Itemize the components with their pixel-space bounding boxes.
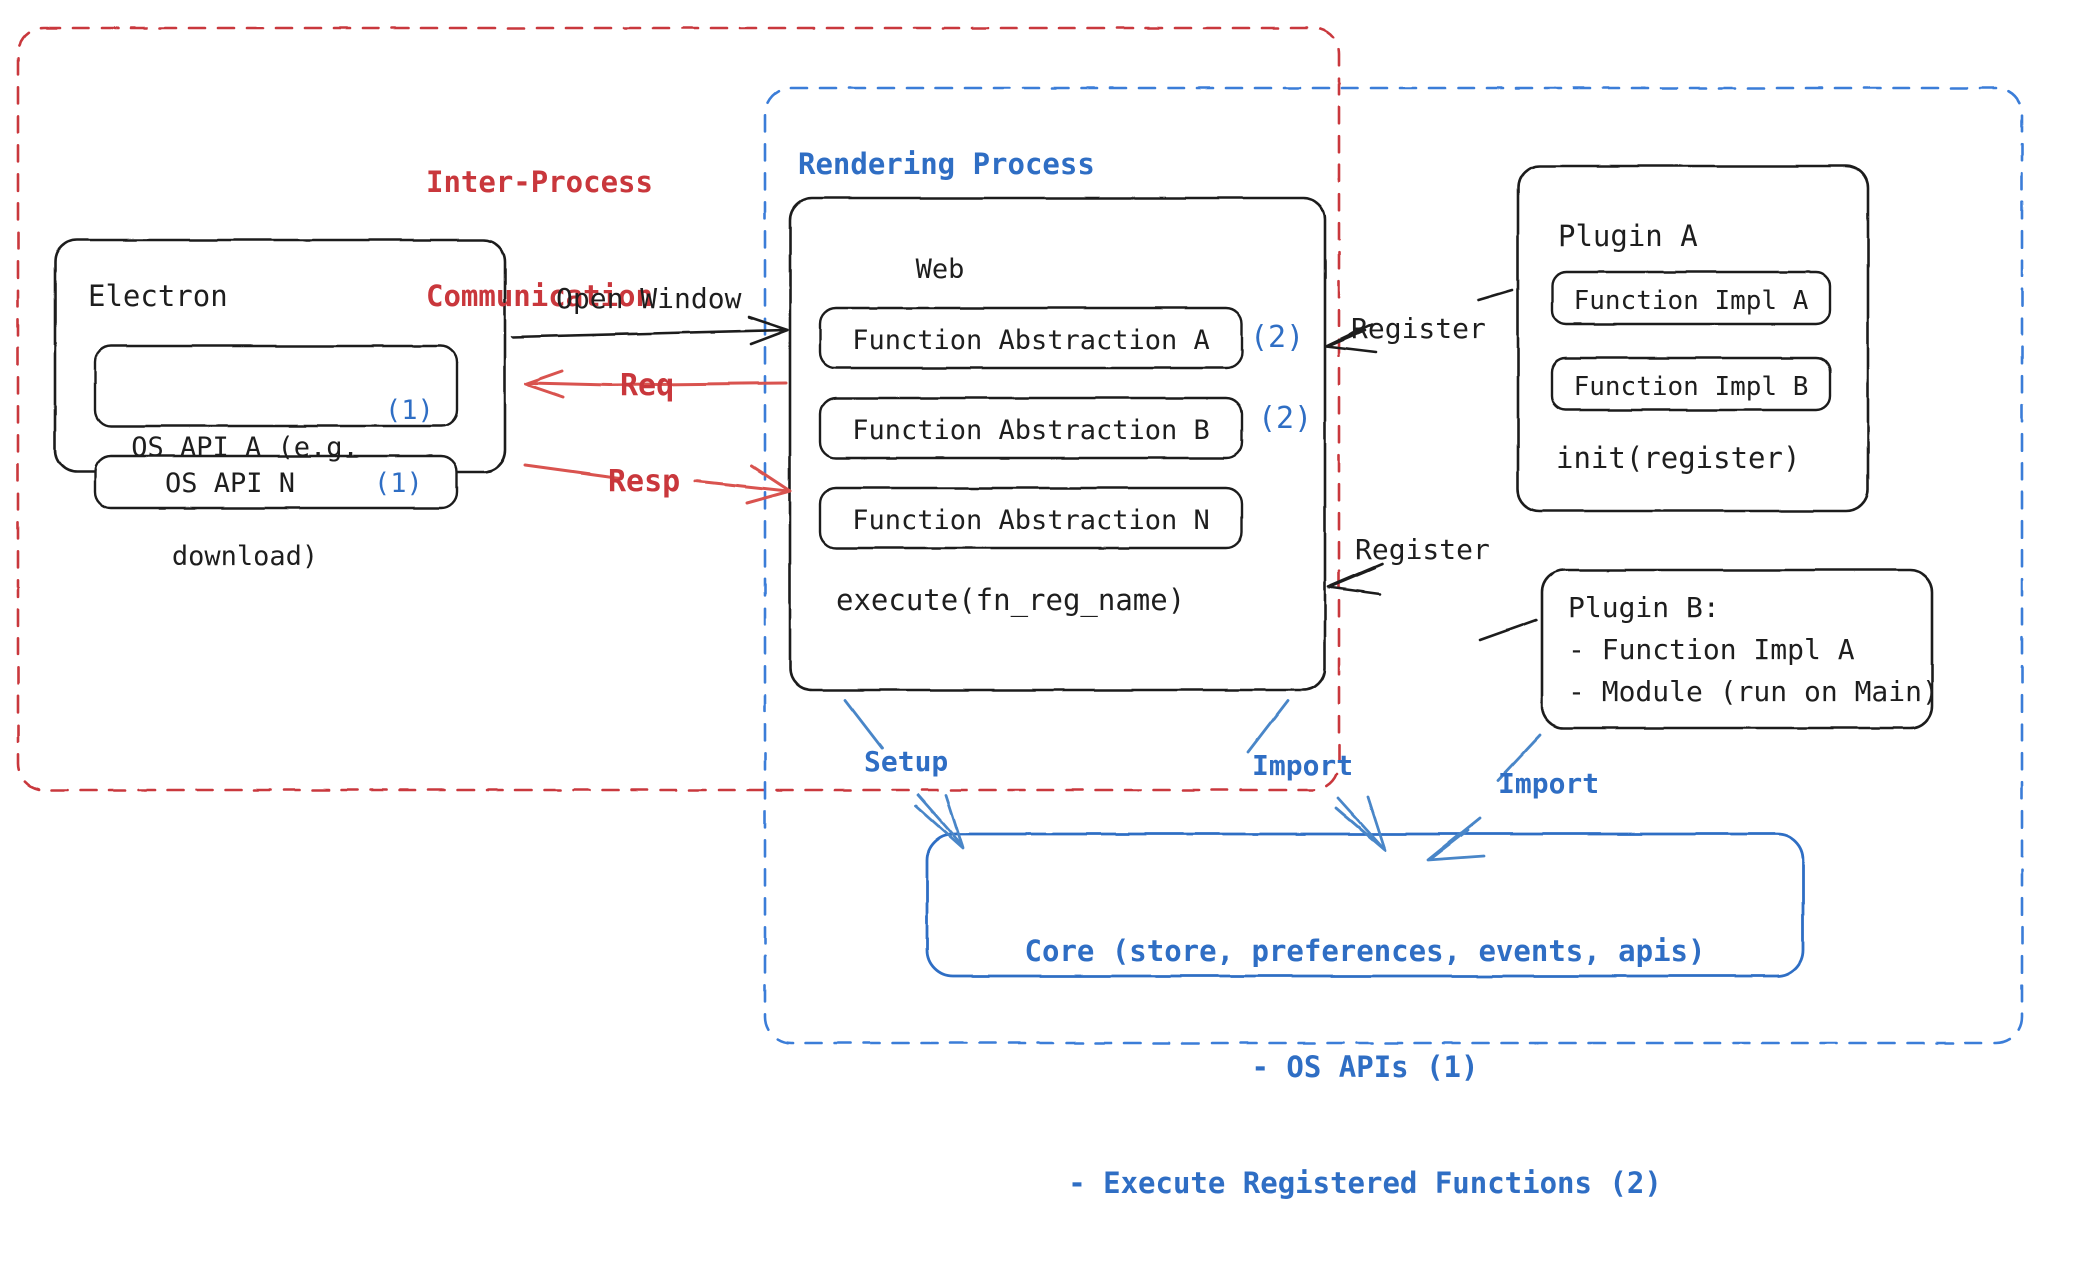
core-line-2: - OS APIs (1) [1251,1049,1479,1084]
electron-box-title: Electron [88,279,228,313]
diagram-canvas: Inter-Process Communication Rendering Pr… [16,26,2024,1200]
arrow-register-plugin-a [1324,288,1514,354]
arrow-label-req: Req [620,368,675,403]
core-line-3: - Execute Registered Functions (2) [1068,1165,1662,1200]
arrow-req [523,369,788,399]
web-box-border [788,196,1327,692]
os-api-n-label: OS API N [164,468,296,499]
os-api-a-label: OS API A (e.g. download) [95,358,395,647]
ipc-region-label-line1: Inter-Process [426,164,653,199]
plugin-a-footer: init(register) [1556,441,1801,475]
function-impl-b-label: Function Impl B [1573,372,1809,402]
plugin-b-line-1: - Function Impl A [1568,633,1855,666]
function-impl-a-label: Function Impl A [1573,286,1809,316]
function-abstraction-a-tag: (2) [1250,320,1305,355]
ipc-region-label-line2: Communication [426,279,653,314]
ipc-region-border [16,26,1341,792]
plugin-a-title: Plugin A [1558,219,1698,253]
function-abstraction-b-tag: (2) [1258,401,1313,436]
plugin-b-line-2: - Module (run on Main) [1568,675,1939,708]
arrow-label-register-plugin-b: Register [1355,533,1490,566]
arrow-label-register-plugin-a: Register [1351,312,1486,345]
core-box-lines: Core (store, preferences, events, apis) … [927,855,1803,1279]
web-box-title: Web [915,254,965,285]
core-line-1: Core (store, preferences, events, apis) [1024,934,1706,969]
arrow-setup [843,698,965,850]
function-abstraction-a-label: Function Abstraction A [852,325,1210,356]
os-api-n-box [93,454,459,510]
function-impl-a-box [1550,270,1832,326]
os-api-a-label-line1: OS API A (e.g. [131,432,359,464]
arrow-register-plugin-b [1326,562,1538,642]
os-api-a-label-line2: download) [171,540,319,572]
plugin-b-title: Plugin B: [1568,591,1720,624]
os-api-n-tag: (1) [374,468,423,499]
diagram-vector-layer [16,26,2024,1045]
arrow-open-window [510,315,790,346]
web-box-footer: execute(fn_reg_name) [836,583,1186,617]
ipc-region-label: Inter-Process Communication [426,86,653,392]
arrow-label-import-web: Import [1252,749,1354,782]
rendering-process-region-border [763,86,2024,1045]
electron-box-border [53,238,507,510]
function-abstraction-b-label: Function Abstraction B [852,415,1210,446]
arrow-label-open-window: Open Window [556,282,742,315]
function-abstraction-n-box [818,486,1244,550]
plugin-a-box-border [1516,164,1870,513]
os-api-a-tag: (1) [385,395,434,426]
arrow-import-plugin-b [1426,733,1542,862]
arrow-label-import-plugin-b: Import [1498,767,1600,800]
function-abstraction-b-box [818,396,1244,460]
arrow-import-web [1246,698,1387,852]
function-abstraction-n-label: Function Abstraction N [852,505,1210,536]
arrow-label-setup: Setup [864,745,949,778]
rendering-process-region-label: Rendering Process [798,147,1095,181]
function-abstraction-a-box [818,306,1244,370]
arrow-label-resp: Resp [608,464,681,499]
function-impl-b-box [1550,356,1832,412]
os-api-a-box [93,344,459,428]
plugin-b-box-border [1540,568,1934,730]
arrow-resp [523,463,792,505]
